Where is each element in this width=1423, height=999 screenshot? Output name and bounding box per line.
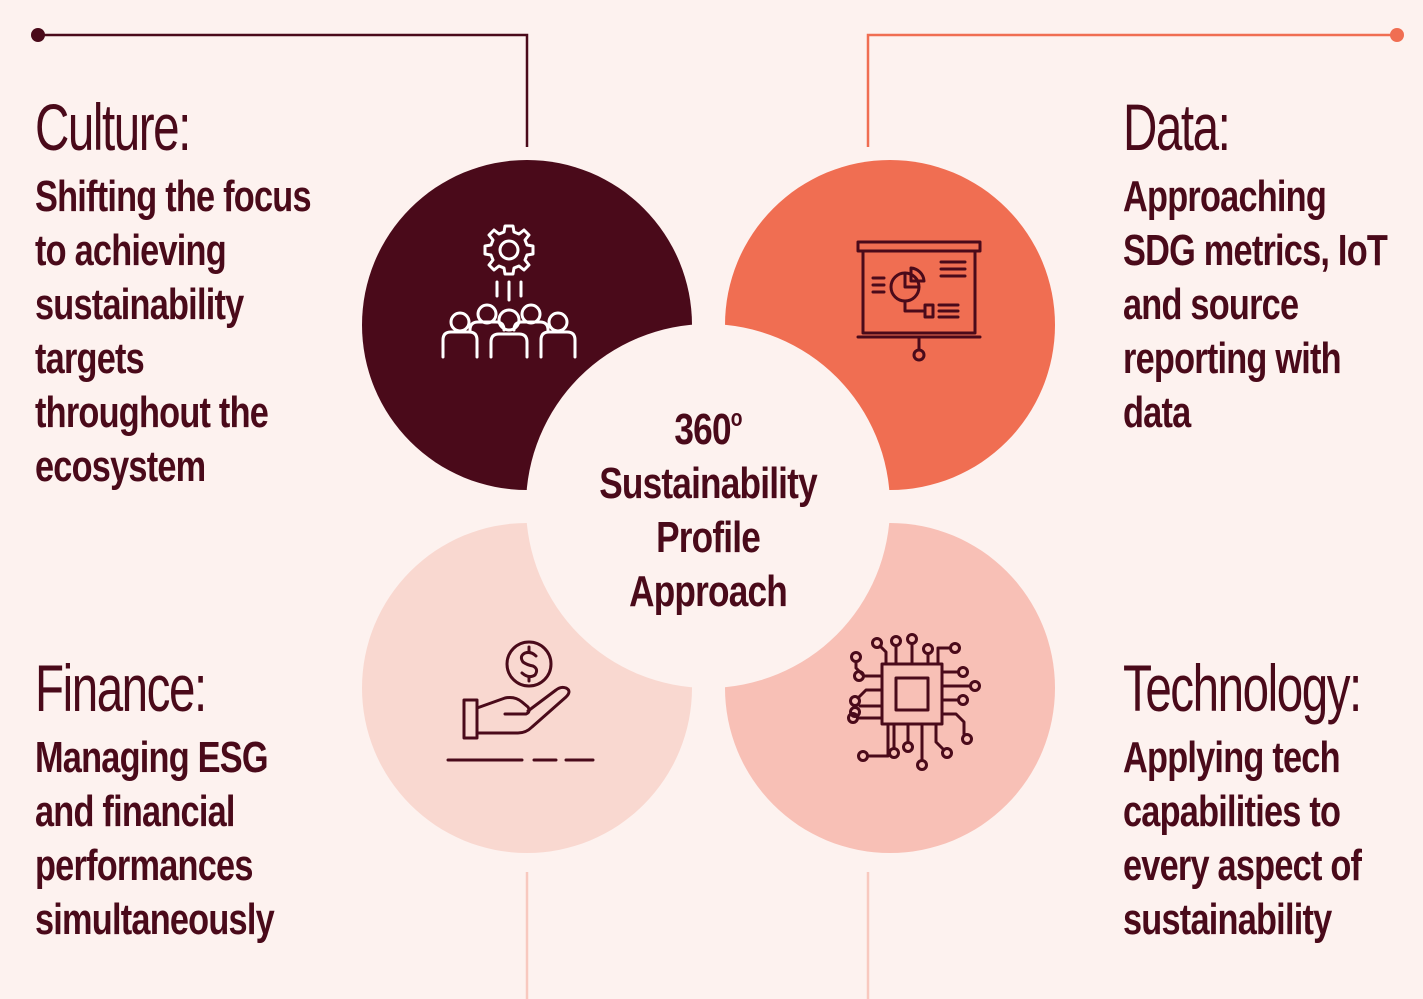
presentation-chart-icon [856, 240, 982, 362]
culture-line: Shifting the focus [35, 172, 312, 221]
culture-line: sustainability [35, 280, 244, 329]
data-heading: Data: [1123, 90, 1231, 164]
culture-line: targets [35, 334, 145, 383]
culture-description: Shifting the focus to achieving sustaina… [35, 170, 312, 494]
technology-line: sustainability [1123, 895, 1332, 944]
data-line: SDG metrics, IoT [1123, 226, 1388, 275]
technology-line: capabilities to [1123, 787, 1341, 836]
finance-line: Managing ESG [35, 733, 269, 782]
technology-description: Applying tech capabilities to every aspe… [1123, 731, 1381, 947]
center-title-line3: Profile [656, 513, 761, 562]
finance-block: Finance: Managing ESG and financial perf… [35, 655, 341, 947]
technology-heading: Technology: [1123, 651, 1362, 725]
culture-block: Culture: Shifting the focus to achieving… [35, 94, 389, 494]
data-line: data [1123, 388, 1191, 437]
circuit-chip-icon [847, 633, 981, 771]
culture-line: throughout the [35, 388, 269, 437]
team-gear-icon [441, 224, 577, 359]
center-title: 360o Sustainability Profile Approach [558, 392, 858, 619]
hand-dollar-icon [446, 640, 595, 762]
culture-heading: Culture: [35, 90, 191, 164]
finance-description: Managing ESG and financial performances … [35, 731, 275, 947]
center-circle [526, 324, 890, 688]
finance-line: simultaneously [35, 895, 275, 944]
connector-data [866, 28, 1404, 147]
data-block: Data: Approaching SDG metrics, IoT and s… [1123, 94, 1423, 440]
data-description: Approaching SDG metrics, IoT and source … [1123, 170, 1388, 440]
technology-block: Technology: Applying tech capabilities t… [1123, 655, 1423, 947]
finance-line: performances [35, 841, 253, 890]
center-title-line4: Approach [629, 567, 788, 616]
culture-line: ecosystem [35, 442, 206, 491]
technology-line: Applying tech [1123, 733, 1341, 782]
data-line: reporting with [1123, 334, 1342, 383]
data-line: and source [1123, 280, 1299, 329]
culture-line: to achieving [35, 226, 227, 275]
center-title-line1: 360o [674, 405, 742, 454]
center-title-line2: Sustainability [599, 459, 817, 508]
technology-line: every aspect of [1123, 841, 1362, 890]
finance-line: and financial [35, 787, 235, 836]
data-line: Approaching [1123, 172, 1327, 221]
finance-heading: Finance: [35, 651, 207, 725]
connector-culture [31, 28, 529, 147]
